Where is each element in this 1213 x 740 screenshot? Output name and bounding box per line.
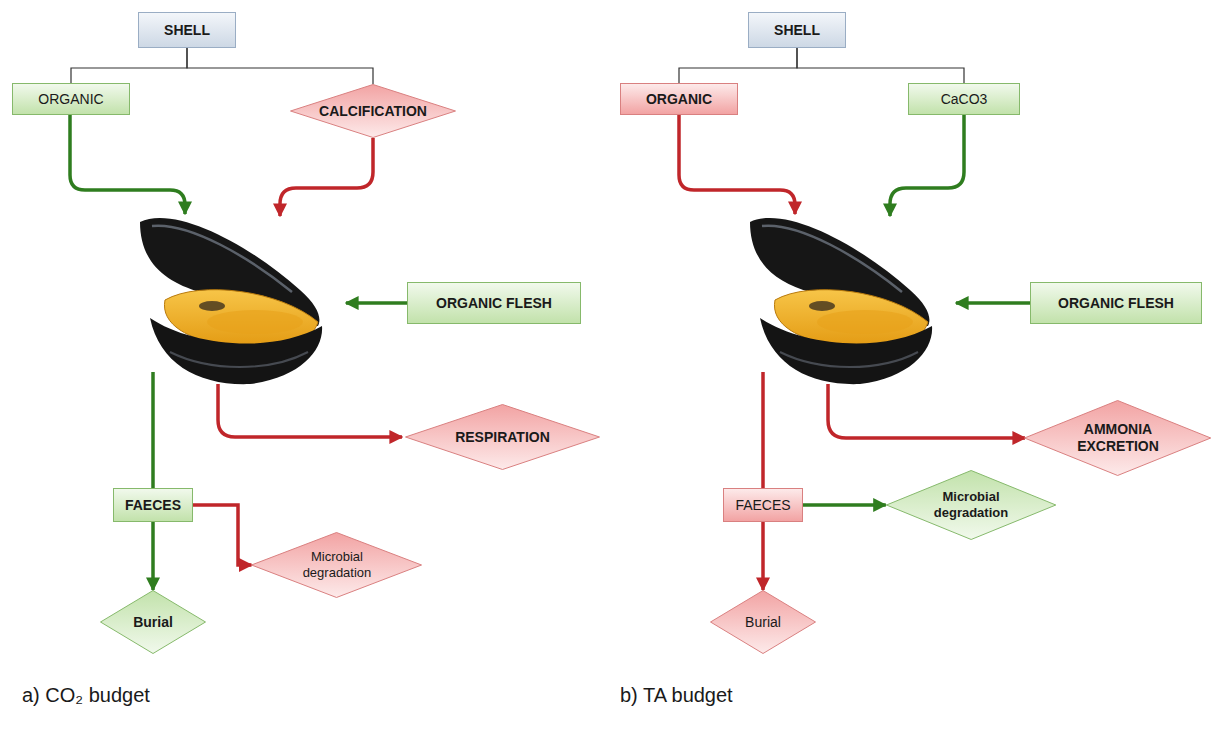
- node-label: SHELL: [774, 22, 820, 39]
- panel-label: a) CO₂ budget: [22, 684, 150, 707]
- node-label: ORGANIC: [38, 91, 103, 108]
- mussel-picture: [140, 218, 322, 384]
- process-box: FAECES: [113, 488, 193, 522]
- connector: [797, 48, 964, 83]
- node-label: SHELL: [164, 22, 210, 39]
- process-box: ORGANIC FLESH: [407, 282, 581, 324]
- decision-diamond: Microbial degradation: [251, 532, 422, 598]
- process-box: SHELL: [138, 12, 236, 48]
- node-label: FAECES: [735, 497, 790, 514]
- connector: [679, 48, 797, 83]
- connector: [71, 48, 187, 83]
- connector: [151, 522, 155, 590]
- flow-arrow: [218, 384, 402, 437]
- node-label: ORGANIC: [646, 91, 712, 108]
- flow-arrow: [679, 115, 795, 214]
- node-label: FAECES: [125, 497, 181, 514]
- node-label: CaCO3: [941, 91, 988, 108]
- flow-arrow: [280, 138, 373, 216]
- flow-arrow: [890, 115, 964, 216]
- process-box: FAECES: [723, 488, 803, 522]
- panel-label: b) TA budget: [620, 684, 733, 707]
- connector: [761, 522, 765, 590]
- flow-line: [151, 372, 155, 488]
- flow-arrow: [956, 301, 1030, 305]
- decision-diamond: Burial: [710, 590, 816, 654]
- decision-diamond: Burial: [100, 590, 206, 654]
- connector: [193, 505, 252, 565]
- node-label: AMMONIA EXCRETION: [1068, 421, 1168, 455]
- node-label: Burial: [133, 614, 173, 631]
- node-label: Microbial degradation: [294, 549, 380, 580]
- process-box: ORGANIC: [620, 83, 738, 115]
- decision-diamond: Microbial degradation: [886, 470, 1056, 540]
- node-label: CALCIFICATION: [319, 103, 427, 120]
- process-box: CaCO3: [908, 83, 1020, 115]
- node-label: Burial: [745, 614, 781, 631]
- node-label: RESPIRATION: [455, 429, 550, 446]
- decision-diamond: RESPIRATION: [405, 404, 600, 470]
- process-box: ORGANIC FLESH: [1030, 282, 1202, 324]
- node-label: ORGANIC FLESH: [436, 295, 552, 312]
- process-box: SHELL: [748, 12, 846, 48]
- flow-arrow: [70, 115, 185, 214]
- mussel-picture: [750, 218, 932, 384]
- decision-diamond: CALCIFICATION: [290, 84, 456, 138]
- connector: [803, 503, 886, 507]
- node-label: Microbial degradation: [926, 489, 1016, 520]
- flow-line: [761, 372, 765, 488]
- decision-diamond: AMMONIA EXCRETION: [1024, 400, 1211, 476]
- connector: [187, 48, 373, 84]
- process-box: ORGANIC: [12, 83, 130, 115]
- node-label: ORGANIC FLESH: [1058, 295, 1174, 312]
- flow-arrow: [346, 301, 407, 305]
- flow-arrow: [828, 384, 1025, 438]
